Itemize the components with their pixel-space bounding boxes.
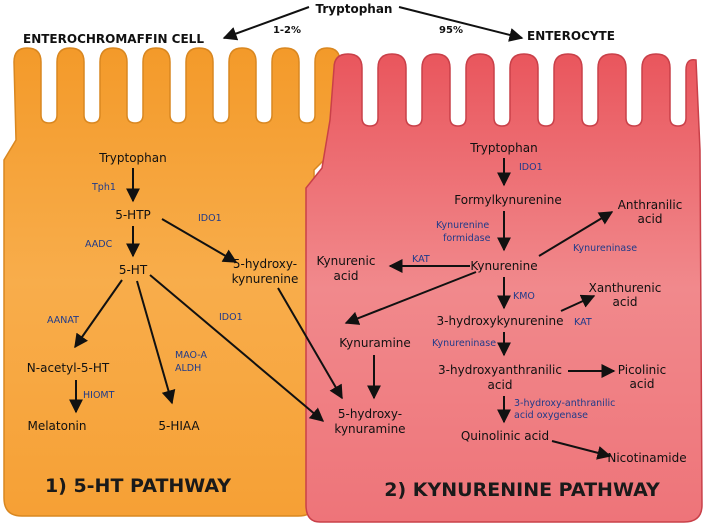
node-nicotinamide: Nicotinamide: [607, 451, 686, 465]
right-percent: 95%: [439, 25, 463, 36]
enzyme-kynurenine-formidase-1: Kynurenine: [436, 220, 489, 231]
enterochromaffin-cell-shape: [3, 47, 341, 517]
arrow-5ht-nacetyl: [74, 279, 123, 349]
enzyme-aldh: ALDH: [175, 363, 201, 374]
node-5-hydroxykynuramine-line2: kynuramine: [334, 422, 405, 436]
enzyme-hiomt: HIOMT: [83, 390, 115, 401]
node-3-hydroxyanthranilic-line2: acid: [488, 378, 513, 392]
node-tryptophan-left: Tryptophan: [98, 151, 166, 165]
enzyme-kynureninase-1: Kynureninase: [573, 243, 637, 254]
arrow-hydroxykynurenine-hydroxykynuramine: [277, 287, 343, 400]
node-5-hydroxykynurenine-line2: kynurenine: [232, 272, 299, 286]
enterochromaffin-cell-title: ENTEROCHROMAFFIN CELL: [23, 32, 204, 46]
enzyme-kynurenine-formidase-2: formidase: [443, 233, 491, 244]
enzyme-kat-1: KAT: [412, 254, 430, 265]
node-5htp: 5-HTP: [115, 208, 151, 222]
enzyme-3haa-oxygenase-2: acid oxygenase: [514, 410, 588, 421]
node-melatonin: Melatonin: [27, 419, 86, 433]
node-5ht: 5-HT: [119, 263, 148, 277]
enterocyte-title: ENTEROCYTE: [527, 29, 615, 43]
arrow-kynurenine-kynuramine: [344, 271, 477, 325]
arrow-5htp-hydroxykynurenine: [161, 218, 238, 263]
left-percent: 1-2%: [273, 25, 301, 36]
node-anthranilic-line1: Anthranilic: [618, 198, 683, 212]
node-formylkynurenine: Formylkynurenine: [454, 193, 561, 207]
arrow-5ht-5hydroxykynuramine: [149, 274, 325, 422]
node-kynurenic-line2: acid: [334, 269, 359, 283]
enzyme-kat-2: KAT: [574, 317, 592, 328]
node-5-hydroxykynurenine-line1: 5-hydroxy-: [233, 257, 297, 271]
node-anthranilic-line2: acid: [638, 212, 663, 226]
node-5-hiaa: 5-HIAA: [158, 419, 200, 433]
node-kynurenic-line1: Kynurenic: [317, 254, 376, 268]
node-3-hydroxykynurenine: 3-hydroxykynurenine: [437, 314, 564, 328]
node-kynurenine: Kynurenine: [470, 259, 537, 273]
enzyme-ido1-left: IDO1: [198, 213, 222, 224]
node-kynuramine: Kynuramine: [339, 336, 411, 350]
left-pathway-title: 1) 5-HT PATHWAY: [45, 475, 231, 497]
arrow-5ht-5hiaa: [136, 280, 176, 405]
node-n-acetyl-5ht: N-acetyl-5-HT: [27, 361, 110, 375]
enzyme-aanat: AANAT: [47, 315, 79, 326]
enzyme-kynureninase-2: Kynureninase: [432, 338, 496, 349]
node-picolinic-line1: Picolinic: [618, 363, 666, 377]
enzyme-ido1-left-b: IDO1: [219, 312, 243, 323]
arrow-top-left: [222, 6, 310, 41]
enzyme-kmo: KMO: [513, 291, 535, 302]
node-quinolinic-acid: Quinolinic acid: [461, 429, 549, 443]
enzyme-aadc: AADC: [85, 239, 113, 250]
arrow-top-right: [398, 6, 524, 42]
arrow-3hk-xanthurenic: [560, 294, 596, 312]
node-xanthurenic-line1: Xanthurenic: [589, 281, 662, 295]
enzyme-mao-a: MAO-A: [175, 350, 207, 361]
node-3-hydroxyanthranilic-line1: 3-hydroxyanthranilic: [438, 363, 562, 377]
top-tryptophan-label: Tryptophan: [316, 2, 393, 16]
arrow-quinolinic-nicotinamide: [551, 440, 612, 460]
enzyme-tph1: Tph1: [91, 182, 116, 193]
arrow-kynurenine-anthranilic: [538, 211, 614, 257]
node-xanthurenic-line2: acid: [613, 295, 638, 309]
enzyme-3haa-oxygenase-1: 3-hydroxy-anthranilic: [514, 398, 615, 409]
enzyme-ido1-right: IDO1: [519, 162, 543, 173]
node-tryptophan-right: Tryptophan: [469, 141, 537, 155]
right-pathway-title: 2) KYNURENINE PATHWAY: [384, 479, 660, 501]
node-5-hydroxykynuramine-line1: 5-hydroxy-: [338, 407, 402, 421]
node-picolinic-line2: acid: [630, 377, 655, 391]
